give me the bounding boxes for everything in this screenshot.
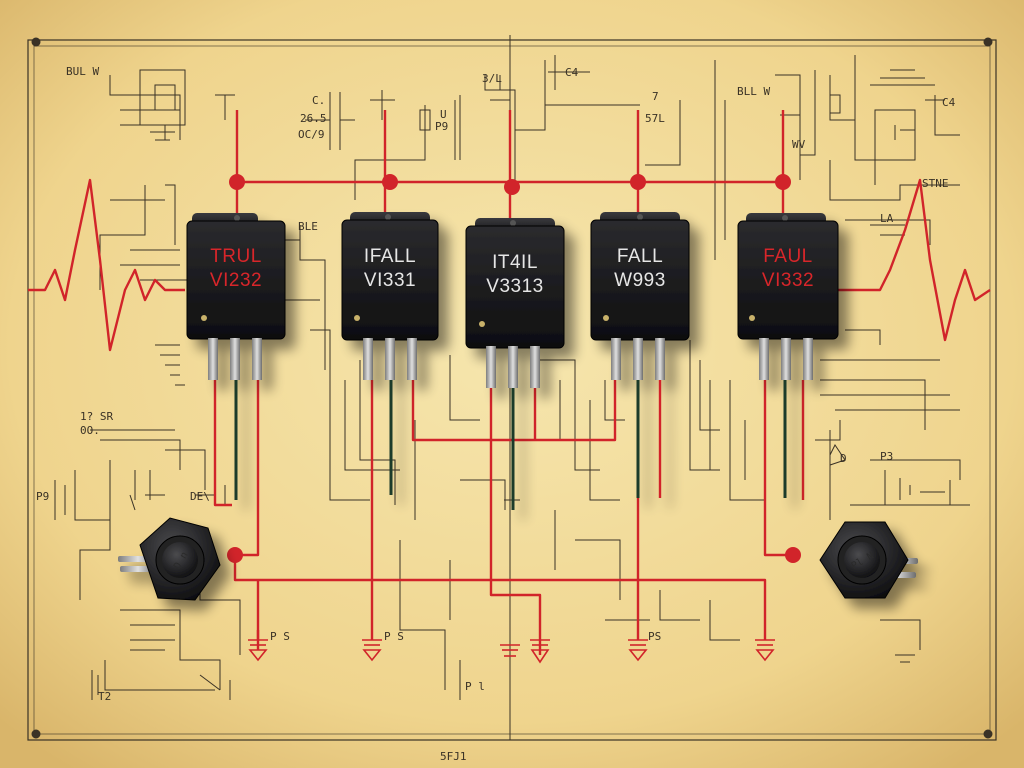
label-left-ble: BLE xyxy=(298,220,318,233)
label-top-left-val1: 26.5 xyxy=(300,112,327,125)
chip-5-line2: VI332 xyxy=(762,270,814,291)
label-left-de: DE\ xyxy=(190,490,210,503)
label-bottom-ps-3: PS xyxy=(648,630,661,643)
label-top-left-val2: OC/9 xyxy=(298,128,325,141)
to3-package-left: D n xyxy=(118,517,221,601)
to3-package-right: Pl N xyxy=(819,521,918,599)
label-left-mid-1: 1? SR xyxy=(80,410,113,423)
junction-dots xyxy=(227,174,801,563)
chip-2-line2: VI331 xyxy=(364,270,416,291)
chip-1: TRUL VI232 xyxy=(186,213,286,500)
ground-symbol-1 xyxy=(248,639,268,662)
label-top-mid-bus: 3/L xyxy=(482,72,502,85)
sheet-border xyxy=(27,37,997,741)
label-right-mid-d: D xyxy=(840,452,847,465)
ground-symbols xyxy=(248,639,775,664)
label-left-mid-2: 0O. xyxy=(80,424,100,437)
label-top-right-cap: C4 xyxy=(942,96,956,109)
ground-symbol-4 xyxy=(530,639,550,664)
ground-symbol-2 xyxy=(362,639,382,662)
label-top-mid-val2: 57L xyxy=(645,112,665,125)
chip-2: IFALL VI331 xyxy=(341,212,439,495)
label-right-mid-p3: P3 xyxy=(880,450,893,463)
label-bottom-center: P l xyxy=(465,680,485,693)
label-left-p9: P9 xyxy=(36,490,49,503)
chip-3: IT4IL V3313 xyxy=(465,218,565,510)
label-top-left-bus: BUL W xyxy=(66,65,99,78)
chip-4-line1: FALL xyxy=(617,246,663,267)
label-top-mid-cap: C4 xyxy=(565,66,579,79)
chip-4: FALL W993 xyxy=(590,212,690,498)
label-top-right-bus: BLL W xyxy=(737,85,770,98)
ground-symbol-3 xyxy=(500,644,520,657)
label-top-mid-res2: P9 xyxy=(435,120,448,133)
chip-5: FAUL VI332 xyxy=(737,213,839,498)
chip-1-line2: VI232 xyxy=(210,270,262,291)
chip-3-line1: IT4IL xyxy=(492,252,538,273)
label-right-la: LA xyxy=(880,212,894,225)
label-top-left-cap: C. xyxy=(312,94,325,107)
label-top-mid-val: 7 xyxy=(652,90,659,103)
chip-1-line1: TRUL xyxy=(210,246,262,267)
chip-4-line2: W993 xyxy=(614,270,666,291)
ground-symbol-6 xyxy=(755,639,775,662)
ink-labels: BUL W C. 26.5 OC/9 3/L U P9 C4 7 57L BLL… xyxy=(36,65,956,763)
label-right-stne: STNE xyxy=(922,177,949,190)
chip-5-line1: FAUL xyxy=(763,246,813,267)
ground-symbol-5 xyxy=(628,639,648,662)
label-bottom-ps-2: P S xyxy=(384,630,404,643)
label-bottom-ps-1: P S xyxy=(270,630,290,643)
label-bottom-left: T2 xyxy=(98,690,111,703)
label-footer: 5FJ1 xyxy=(440,750,467,763)
label-top-mid-res: U xyxy=(440,108,447,121)
chip-3-line2: V3313 xyxy=(486,276,543,297)
chip-2-line1: IFALL xyxy=(364,246,416,267)
label-top-right-wv: WV xyxy=(792,138,806,151)
